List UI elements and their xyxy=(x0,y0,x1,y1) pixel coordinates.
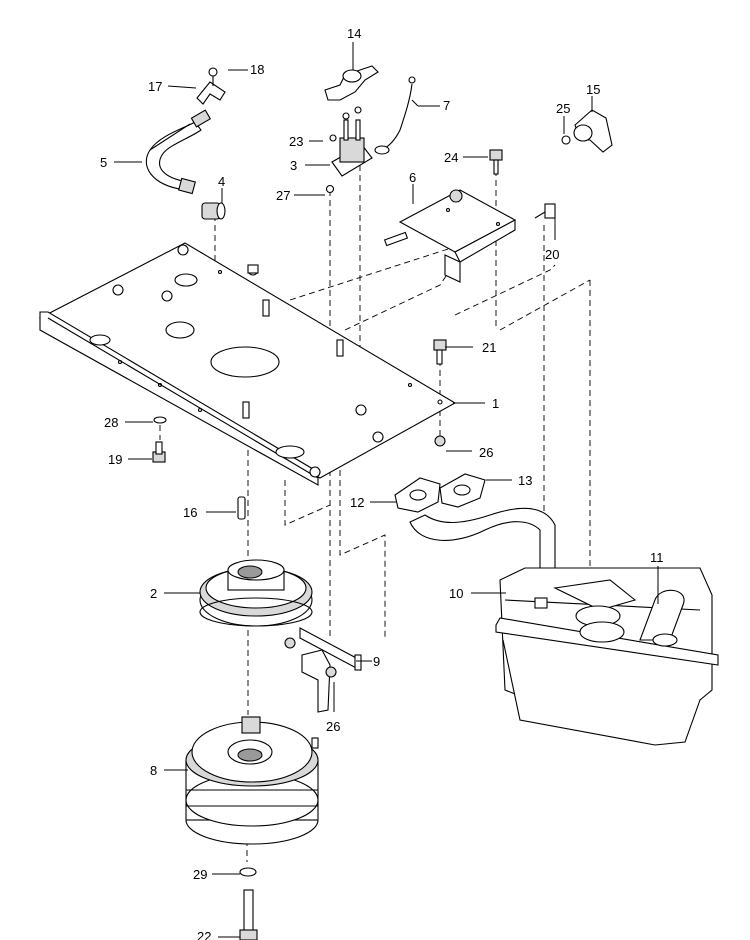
callout-label-c12: 12 xyxy=(350,495,364,510)
callout-label-c27: 27 xyxy=(276,188,290,203)
callout-label-c24: 24 xyxy=(444,150,458,165)
callout-label-c16: 16 xyxy=(183,505,197,520)
callout-label-c1: 1 xyxy=(492,396,499,411)
callout-label-c25: 25 xyxy=(556,101,570,116)
callout-label-c14: 14 xyxy=(347,26,361,41)
hose xyxy=(145,109,212,195)
muffler xyxy=(495,567,719,746)
solenoid-bracket xyxy=(383,189,517,283)
callout-label-c22: 22 xyxy=(197,929,211,940)
bolt-and-washer xyxy=(239,867,258,940)
callout-label-c5: 5 xyxy=(100,155,107,170)
callout-label-c6: 6 xyxy=(409,170,416,185)
callout-label-c4: 4 xyxy=(218,174,225,189)
callout-label-c26a: 26 xyxy=(479,445,493,460)
ground-cable xyxy=(374,76,416,155)
leader-lines xyxy=(114,42,659,938)
callout-label-c19: 19 xyxy=(108,452,122,467)
solenoid xyxy=(325,106,373,194)
callout-label-c8: 8 xyxy=(150,763,157,778)
callout-label-c20: 20 xyxy=(545,247,559,262)
callout-label-c21: 21 xyxy=(482,340,496,355)
screw-and-washer xyxy=(152,416,167,463)
fitting xyxy=(201,202,226,220)
callout-label-c23: 23 xyxy=(289,134,303,149)
pulley xyxy=(199,559,313,627)
callout-label-c29: 29 xyxy=(193,867,207,882)
callout-label-c10: 10 xyxy=(449,586,463,601)
callout-label-c3: 3 xyxy=(290,158,297,173)
exhaust-pipe xyxy=(394,473,556,571)
callout-label-c28: 28 xyxy=(104,415,118,430)
callout-label-c17: 17 xyxy=(148,79,162,94)
callout-label-c2: 2 xyxy=(150,586,157,601)
bolts xyxy=(247,149,556,447)
clutch-bracket xyxy=(284,627,362,713)
callout-label-c18: 18 xyxy=(250,62,264,77)
callout-label-c15: 15 xyxy=(586,82,600,97)
electric-clutch xyxy=(185,716,319,845)
key xyxy=(237,496,246,520)
spark-plug-boot xyxy=(561,109,613,153)
callout-label-c9: 9 xyxy=(373,654,380,669)
mounting-plate xyxy=(38,242,457,486)
callout-label-c11: 11 xyxy=(650,550,664,565)
callout-label-c7: 7 xyxy=(443,98,450,113)
terminal-boot xyxy=(324,65,379,101)
callout-label-c26b: 26 xyxy=(326,719,340,734)
callout-label-c13: 13 xyxy=(518,473,532,488)
hose-clamp xyxy=(196,67,226,105)
